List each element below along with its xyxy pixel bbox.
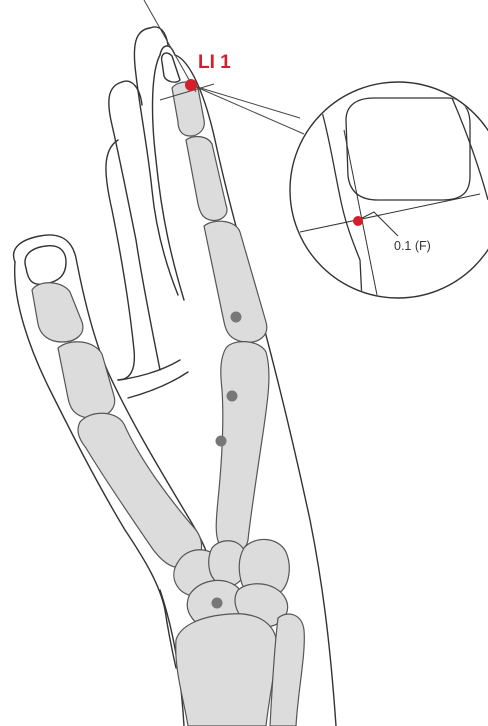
point-label: LI 1 (198, 52, 231, 73)
thumb-proximal-phalanx (58, 342, 115, 419)
index-metacarpal (216, 342, 269, 553)
thumb-distal-phalanx (32, 283, 83, 342)
gray-point-1 (231, 312, 242, 323)
measure-label: 0.1 (F) (394, 239, 431, 253)
radius-bone (176, 614, 277, 726)
index-middle-phalanx (186, 137, 227, 221)
gray-point-2 (227, 391, 238, 402)
gray-point-3 (216, 436, 227, 447)
zoom-inset: 0.1 (F) (290, 82, 488, 300)
gray-point-4 (212, 598, 223, 609)
li1-acupoint-marker (185, 79, 197, 91)
thumb-metacarpal (78, 413, 202, 568)
ulna-bone (270, 614, 304, 726)
index-proximal-phalanx (204, 221, 267, 342)
zoom-acupoint-marker (353, 216, 363, 226)
